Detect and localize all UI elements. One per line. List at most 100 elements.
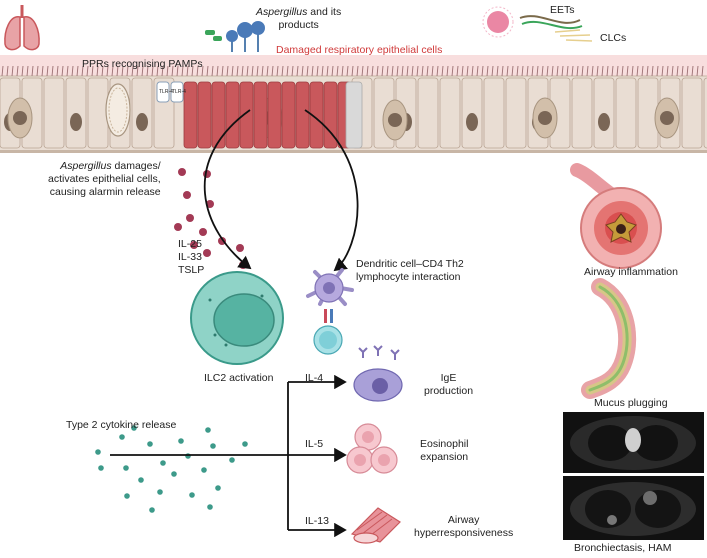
cilium (56, 65, 59, 77)
cilium (76, 65, 79, 77)
cilium (456, 65, 459, 77)
alarmin-dot (190, 241, 198, 249)
cilium (186, 65, 189, 77)
cilium (576, 65, 579, 77)
arrow-to-ilc2 (203, 109, 252, 270)
receptor-b-label: TLR-4 (172, 89, 186, 95)
cilium (301, 65, 304, 77)
damaged-epithelial-cells (183, 81, 363, 149)
cell-nucleus (13, 111, 27, 125)
pprs-label: PPRs recognising PAMPs (82, 58, 203, 70)
cilium (166, 65, 169, 77)
dead-cell (345, 81, 363, 149)
cilium (681, 65, 684, 77)
cilium (326, 65, 329, 77)
epithelial-cell (87, 77, 109, 149)
dendritic-cell (306, 268, 354, 306)
lungs-icon (4, 5, 40, 51)
cell-nucleus (598, 113, 610, 131)
cilium (586, 65, 589, 77)
il5-label: IL-5 (305, 438, 324, 450)
cell-nucleus (466, 113, 478, 131)
il13-label: IL-13 (305, 515, 329, 527)
aspergillus-products-label: Aspergillus and its products (256, 6, 342, 31)
epithelial-cell (703, 77, 707, 149)
cilia (1, 65, 704, 77)
ct-scan-bottom (563, 476, 704, 540)
cytokine-dot (160, 460, 166, 466)
cilium (701, 65, 704, 77)
cytokine-dot (138, 477, 144, 483)
cilium (486, 65, 489, 77)
cell-nucleus (388, 113, 402, 127)
cilium (196, 65, 199, 77)
cilium (116, 65, 119, 77)
il33-label: IL-33 (178, 251, 202, 263)
cilium (291, 65, 294, 77)
cilium (641, 65, 644, 77)
cytokine-dot (215, 485, 221, 491)
cilium (406, 65, 409, 77)
cilium (331, 65, 334, 77)
cilium (221, 65, 224, 77)
damaged-cell (211, 81, 226, 149)
cilium (551, 65, 554, 77)
epithelial-cell (681, 77, 703, 149)
cilium (591, 65, 594, 77)
cilium (356, 65, 359, 77)
cilium (606, 65, 609, 77)
cilium (436, 65, 439, 77)
cytokine-dot (185, 453, 191, 459)
cilium (86, 65, 89, 77)
cilium (341, 65, 344, 77)
cilium (601, 65, 604, 77)
il25-label: IL-25 (178, 238, 202, 250)
cilium (6, 65, 9, 77)
cilium (276, 65, 279, 77)
cilium (631, 65, 634, 77)
cilium (231, 65, 234, 77)
cilium (696, 65, 699, 77)
cell-nucleus (70, 113, 82, 131)
cilium (366, 65, 369, 77)
cilium (686, 65, 689, 77)
cilium (626, 65, 629, 77)
cytokine-dot (171, 471, 177, 477)
cilium (556, 65, 559, 77)
cilium (61, 65, 64, 77)
mucus-plugging-label: Mucus plugging (594, 397, 668, 409)
cilium (96, 65, 99, 77)
cilium (426, 65, 429, 77)
cilium (476, 65, 479, 77)
cilium (41, 65, 44, 77)
damaged-cell (197, 81, 212, 149)
tslp-label: TSLP (178, 264, 205, 276)
cytokine-dot (205, 427, 211, 433)
cytokine-dot (124, 493, 130, 499)
cilium (241, 65, 244, 77)
cilium (466, 65, 469, 77)
epithelial-cell (483, 77, 505, 149)
epithelial-cell (417, 77, 439, 149)
alarmin-dot (174, 223, 182, 231)
cilium (636, 65, 639, 77)
cilium (361, 65, 364, 77)
damaged-cell (253, 81, 268, 149)
cilium (66, 65, 69, 77)
cilium (181, 65, 184, 77)
airway-inflammation-label: Airway inflammation (584, 266, 678, 278)
ilc2-activation-label: ILC2 activation (204, 372, 274, 384)
eets-label: EETs (550, 4, 575, 16)
cilium (506, 65, 509, 77)
cilium (296, 65, 299, 77)
cilium (596, 65, 599, 77)
cilium (666, 65, 669, 77)
cilium (621, 65, 624, 77)
receptor-a-label: TLR-4 (159, 89, 173, 95)
cilium (346, 65, 349, 77)
airway-inflammation-illustration (570, 163, 662, 269)
